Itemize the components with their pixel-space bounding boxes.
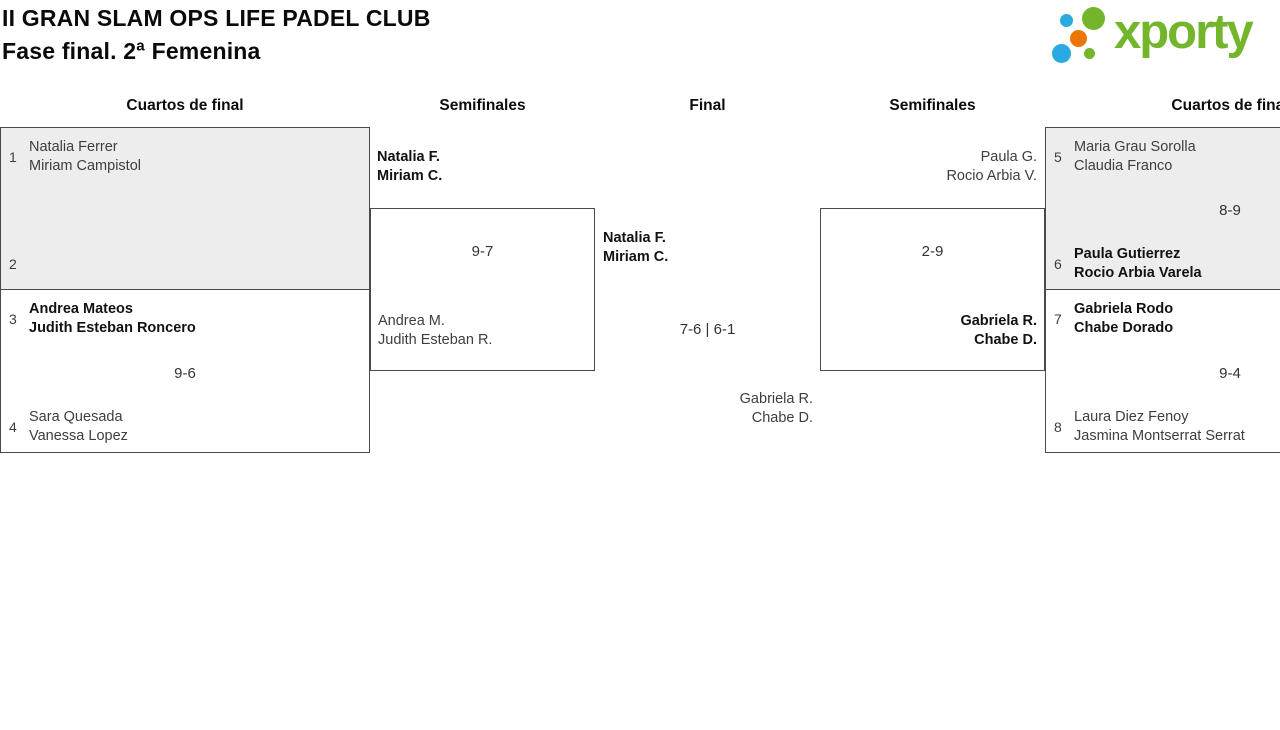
logo-dot-green-small-icon — [1084, 48, 1095, 59]
match-score: 9-4 — [1219, 364, 1241, 382]
team-names: Sara Quesada Vanessa Lopez — [29, 408, 128, 446]
round-header-semifinals-right: Semifinales — [889, 97, 976, 114]
logo-dot-blue-large-icon — [1052, 44, 1071, 63]
player-name: Maria Grau Sorolla — [1074, 139, 1196, 155]
match-box-semifinal-right[interactable]: 2-9 Gabriela R. Chabe D. — [820, 208, 1045, 371]
team-slot: 4 Sara Quesada Vanessa Lopez — [9, 408, 361, 446]
team-slot: 1 Natalia Ferrer Miriam Campistol — [9, 138, 361, 176]
round-header-final: Final — [689, 97, 726, 114]
seed-number: 1 — [9, 149, 17, 165]
seed-number: 4 — [9, 419, 17, 435]
final-bottom-team: Gabriela R. Chabe D. — [595, 390, 813, 428]
match-box-qf2[interactable]: 3 Andrea Mateos Judith Esteban Roncero 9… — [0, 289, 370, 453]
sf-right-top-team: Paula G. Rocio Arbia V. — [820, 148, 1037, 186]
match-box-semifinal-left[interactable]: 9-7 Andrea M. Judith Esteban R. — [370, 208, 595, 371]
player-name: Judith Esteban R. — [378, 332, 493, 348]
player-name: Jasmina Montserrat Serrat — [1074, 428, 1245, 444]
seed-number: 3 — [9, 311, 17, 327]
player-name: Gabriela R. — [739, 391, 813, 407]
team-slot: 8 Laura Diez Fenoy Jasmina Montserrat Se… — [1054, 408, 1280, 446]
player-name: Rocio Arbia Varela — [1074, 265, 1202, 281]
round-header-quarterfinals-right: Cuartos de final — [1171, 97, 1280, 114]
seed-number: 2 — [9, 256, 17, 272]
team-names: Natalia Ferrer Miriam Campistol — [29, 138, 141, 176]
round-header-semifinals-left: Semifinales — [439, 97, 526, 114]
logo-wordmark: xporty — [1114, 5, 1254, 59]
sf-left-top-team: Natalia F. Miriam C. — [377, 148, 442, 186]
player-name: Chabe Dorado — [1074, 320, 1174, 336]
page-title: II GRAN SLAM OPS LIFE PADEL CLUB — [2, 5, 431, 31]
sf-right-bottom-team: Gabriela R. Chabe D. — [960, 312, 1037, 350]
match-score: 9-6 — [174, 364, 196, 382]
page-header: II GRAN SLAM OPS LIFE PADEL CLUB Fase fi… — [2, 2, 431, 68]
team-names-winner: Gabriela Rodo Chabe Dorado — [1074, 300, 1173, 338]
team-slot: 3 Andrea Mateos Judith Esteban Roncero — [9, 300, 361, 338]
match-score: 8-9 — [1219, 202, 1241, 219]
sf-left-bottom-team: Andrea M. Judith Esteban R. — [378, 312, 492, 350]
player-name: Paula Gutierrez — [1074, 246, 1181, 262]
team-names: Laura Diez Fenoy Jasmina Montserrat Serr… — [1074, 408, 1245, 446]
xporty-logo[interactable]: xporty — [1045, 0, 1280, 75]
final-top-team: Natalia F. Miriam C. — [603, 229, 668, 267]
match-score: 9-7 — [471, 243, 494, 260]
final-score: 7-6 | 6-1 — [679, 321, 736, 338]
logo-dot-green-large-icon — [1082, 7, 1105, 30]
player-name: Paula G. — [980, 149, 1037, 165]
player-name: Andrea M. — [378, 313, 445, 329]
logo-dot-blue-small-icon — [1060, 14, 1073, 27]
player-name: Natalia F. — [603, 230, 666, 246]
team-slot: 2 — [9, 245, 361, 283]
team-slot: 7 Gabriela Rodo Chabe Dorado — [1054, 300, 1280, 338]
match-box-qf4[interactable]: 7 Gabriela Rodo Chabe Dorado 9-4 8 Laura… — [1045, 289, 1280, 453]
seed-number: 6 — [1054, 256, 1062, 272]
player-name: Gabriela Rodo — [1074, 301, 1174, 317]
page-subtitle: Fase final. 2ª Femenina — [2, 38, 261, 64]
player-name: Laura Diez Fenoy — [1074, 409, 1189, 425]
team-slot: 6 Paula Gutierrez Rocio Arbia Varela — [1054, 245, 1280, 283]
player-name: Judith Esteban Roncero — [29, 320, 196, 336]
team-names-winner: Andrea Mateos Judith Esteban Roncero — [29, 300, 196, 338]
player-name: Claudia Franco — [1074, 158, 1173, 174]
seed-number: 5 — [1054, 149, 1062, 165]
player-name: Chabe D. — [974, 332, 1037, 348]
player-name: Chabe D. — [751, 410, 813, 426]
team-slot: 5 Maria Grau Sorolla Claudia Franco — [1054, 138, 1280, 176]
match-box-qf1[interactable]: 1 Natalia Ferrer Miriam Campistol 2 — [0, 127, 370, 290]
player-name: Gabriela R. — [960, 313, 1037, 329]
round-header-quarterfinals-left: Cuartos de final — [126, 97, 244, 114]
team-names-winner: Paula Gutierrez Rocio Arbia Varela — [1074, 245, 1202, 283]
player-name: Miriam C. — [377, 168, 443, 184]
match-box-qf3[interactable]: 5 Maria Grau Sorolla Claudia Franco 8-9 … — [1045, 127, 1280, 290]
player-name: Natalia Ferrer — [29, 139, 118, 155]
player-name: Andrea Mateos — [29, 301, 133, 317]
player-name: Miriam Campistol — [29, 158, 141, 174]
team-names: Maria Grau Sorolla Claudia Franco — [1074, 138, 1196, 176]
logo-dot-orange-icon — [1070, 30, 1087, 47]
seed-number: 8 — [1054, 419, 1062, 435]
player-name: Miriam C. — [603, 249, 669, 265]
player-name: Vanessa Lopez — [29, 428, 128, 444]
player-name: Sara Quesada — [29, 409, 123, 425]
seed-number: 7 — [1054, 311, 1062, 327]
match-score: 2-9 — [921, 243, 944, 260]
player-name: Rocio Arbia V. — [946, 168, 1037, 184]
player-name: Natalia F. — [377, 149, 440, 165]
